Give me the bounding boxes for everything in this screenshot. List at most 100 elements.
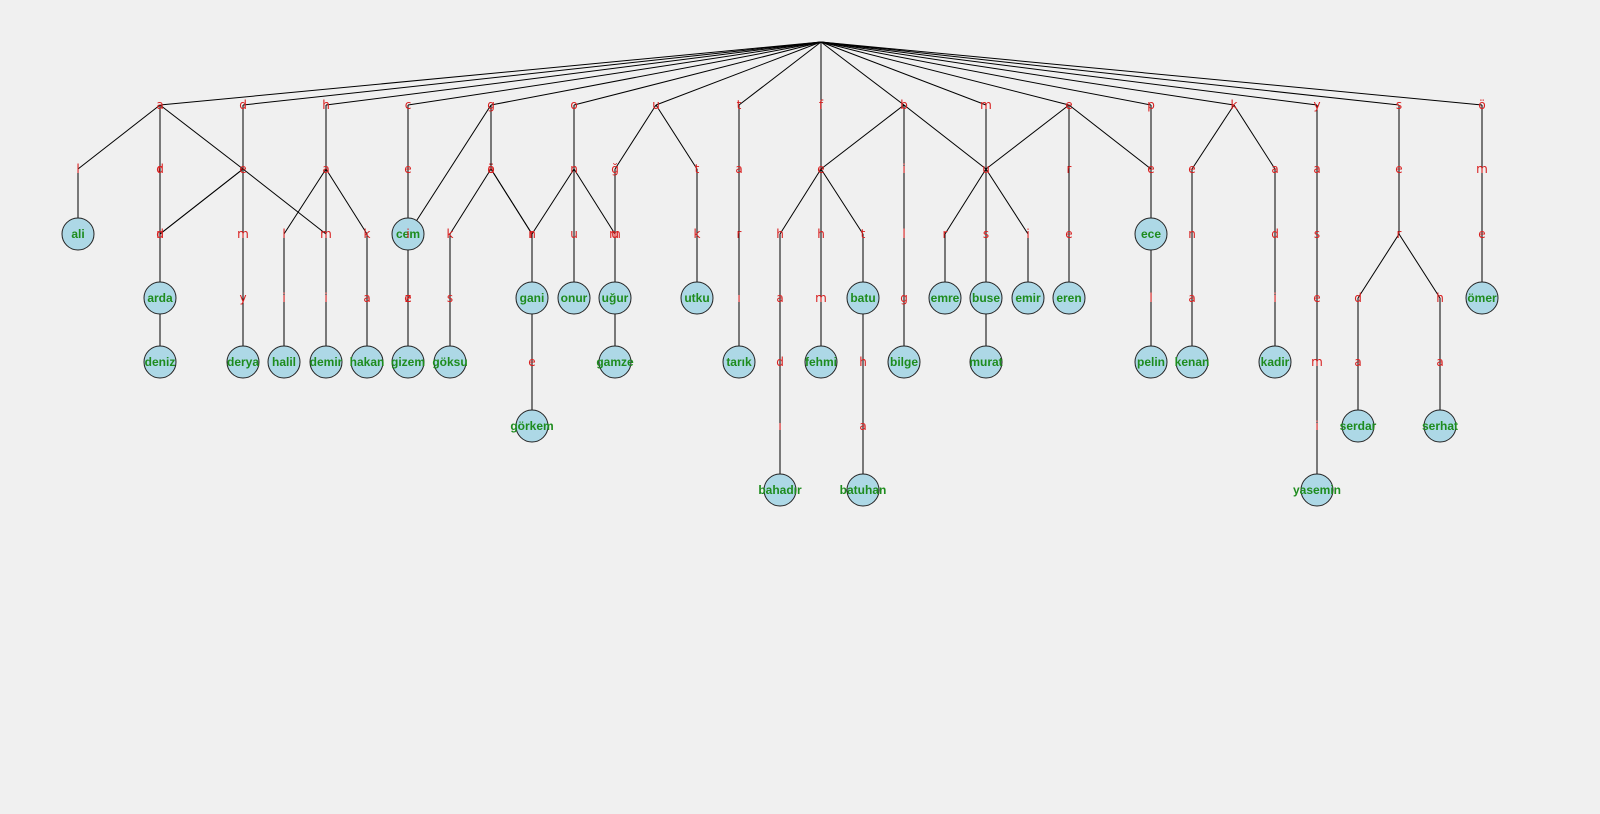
trie-edge-b-fe (820, 104, 905, 170)
letter-node-label: m (237, 227, 249, 241)
letter-node-ser: r (1397, 227, 1402, 241)
letter-node-label: t (861, 227, 866, 241)
letter-node-goks: s (447, 291, 453, 305)
letter-node-ard: d (156, 227, 164, 241)
word-node-batu: batu (846, 281, 880, 315)
letter-node-pel: l (1149, 291, 1152, 305)
letter-node-emi: i (1026, 227, 1029, 241)
letter-node-er: r (1067, 162, 1072, 176)
letter-node-ugu: u (611, 227, 619, 241)
letter-node-label: y (1313, 98, 1320, 112)
word-node-circle (846, 281, 880, 315)
letter-node-ut: t (695, 162, 700, 176)
word-node-label: deniz (145, 355, 176, 369)
word-node-circle (267, 345, 301, 379)
letter-node-e: e (1065, 98, 1072, 112)
trie-edge-root-t (738, 41, 822, 106)
trie-edge-fe-bat (820, 168, 864, 235)
word-node-circle (887, 345, 921, 379)
word-node-circle (350, 345, 384, 379)
word-node-gani: gani (515, 281, 549, 315)
letter-node-h: h (322, 98, 330, 112)
letter-node-label: e (1188, 162, 1195, 176)
letter-node-yase: e (1313, 291, 1320, 305)
letter-node-ka: a (1271, 162, 1278, 176)
letter-node-label: ö (1478, 98, 1485, 112)
word-node-label: murat (969, 355, 1002, 369)
trie-edge-ser-serd (1357, 233, 1400, 299)
word-node-derya: derya (226, 345, 260, 379)
letter-node-mu: u (982, 162, 990, 176)
trie-edge-root-u (655, 41, 822, 106)
letter-node-gor: r (530, 227, 535, 241)
word-node-circle (143, 345, 177, 379)
word-node-label: uğur (602, 291, 629, 305)
letter-node-label: s (447, 291, 453, 305)
word-node-circle (969, 345, 1003, 379)
letter-node-hak: k (364, 227, 371, 241)
letter-node-go: ö (487, 162, 494, 176)
word-node-ece: ece (1134, 217, 1168, 251)
word-node-circle (1258, 345, 1292, 379)
word-node-label: demir (310, 355, 343, 369)
letter-node-gan: n (528, 227, 536, 241)
letter-node-ar: r (158, 162, 163, 176)
letter-node-label: e (817, 162, 824, 176)
letter-node-label: o (570, 98, 577, 112)
word-node-murat: murat (969, 345, 1003, 379)
letter-node-feh: h (817, 227, 825, 241)
trie-edge-root-k (820, 41, 1235, 106)
word-node-deniz: deniz (143, 345, 177, 379)
trie-edge-u-ut (655, 104, 698, 170)
word-node-label: bahadır (758, 483, 802, 497)
word-node-label: emre (931, 291, 960, 305)
trie-edge-root-d (242, 41, 822, 106)
letter-node-gam: m (609, 227, 621, 241)
word-node-circle (598, 281, 632, 315)
trie-edge-ser-serh (1398, 233, 1441, 299)
letter-node-label: ğ (611, 162, 619, 176)
trie-edge-mu-emr (944, 168, 987, 235)
letter-node-label: i (1273, 291, 1276, 305)
letter-node-label: a (1354, 355, 1361, 369)
letter-node-label: d (1271, 227, 1279, 241)
word-node-label: kadir (1261, 355, 1290, 369)
letter-node-serha: a (1436, 355, 1443, 369)
letter-node-hal: l (282, 227, 285, 241)
letter-node-label: h (817, 227, 825, 241)
letter-node-serda: a (1354, 355, 1361, 369)
letter-node-on: n (570, 162, 578, 176)
letter-node-label: k (447, 227, 454, 241)
word-node-ali: ali (61, 217, 95, 251)
trie-edge-fe-bah (779, 168, 822, 235)
trie-edge-root-c (407, 41, 822, 106)
word-node-serhat: serhat (1422, 409, 1458, 443)
word-node-circle (515, 409, 549, 443)
letter-node-label: l (282, 227, 285, 241)
letter-node-label: u (652, 98, 660, 112)
word-node-label: ömer (1467, 291, 1497, 305)
letter-node-label: n (570, 162, 578, 176)
letter-node-kena: a (1188, 291, 1195, 305)
word-node-label: yasemin (1293, 483, 1341, 497)
letter-node-label: a (735, 162, 742, 176)
letter-node-fe: e (817, 162, 824, 176)
letter-node-label: e (1395, 162, 1402, 176)
trie-edge-ha-hal (283, 168, 327, 235)
letter-node-label: a (1271, 162, 1278, 176)
letter-node-label: a (156, 98, 163, 112)
letter-node-bi: i (902, 162, 905, 176)
letter-node-gok: k (447, 227, 454, 241)
letter-node-om: ö (1478, 98, 1485, 112)
word-node-label: ali (71, 227, 84, 241)
letter-node-label: r (158, 162, 163, 176)
word-node-circle (846, 473, 880, 507)
letter-node-label: m (980, 98, 992, 112)
word-node-circle (61, 217, 95, 251)
letter-node-kad: d (1271, 227, 1279, 241)
word-node-label: serhat (1422, 419, 1458, 433)
letter-node-label: r (530, 227, 535, 241)
letter-node-ken: n (1188, 227, 1196, 241)
letter-node-label: i (282, 291, 285, 305)
letter-node-label: i (1026, 227, 1029, 241)
